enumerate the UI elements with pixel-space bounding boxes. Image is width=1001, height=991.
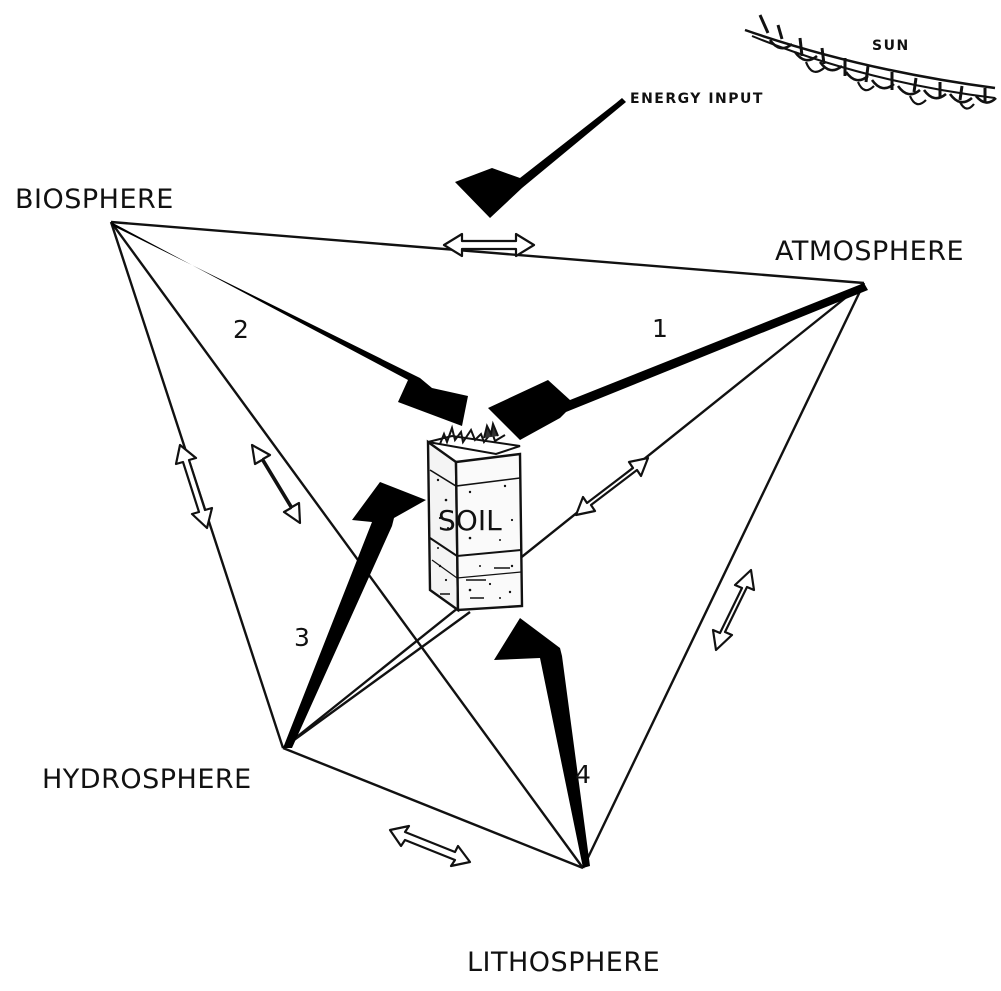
atmosphere-label: ATMOSPHERE (775, 236, 964, 267)
double-arrow-icon (390, 826, 470, 866)
hydrosphere-label: HYDROSPHERE (42, 764, 252, 795)
sun-label: SUN (872, 38, 910, 54)
arrow-number-2: 2 (233, 315, 249, 344)
sun-icon (745, 15, 996, 109)
double-arrow-icon (252, 445, 300, 523)
flow-arrow-3 (283, 482, 426, 748)
soil-label: SOIL (438, 504, 502, 537)
arrow-number-1: 1 (652, 314, 668, 343)
energy-input-label: ENERGY INPUT (630, 91, 764, 107)
edge-atmosphere-lithosphere (583, 283, 864, 868)
arrow-number-4: 4 (575, 760, 591, 789)
double-arrow-icon (176, 445, 212, 528)
lithosphere-label: LITHOSPHERE (467, 947, 660, 978)
flow-arrow-1 (488, 283, 868, 440)
edge-biosphere-atmosphere (111, 222, 864, 283)
flow-arrow-2 (111, 222, 468, 426)
arrow-number-3: 3 (294, 623, 310, 652)
biosphere-label: BIOSPHERE (15, 184, 174, 215)
energy-input-arrow (455, 98, 626, 218)
double-arrow-icon (576, 458, 648, 515)
flow-arrow-4 (494, 618, 590, 868)
